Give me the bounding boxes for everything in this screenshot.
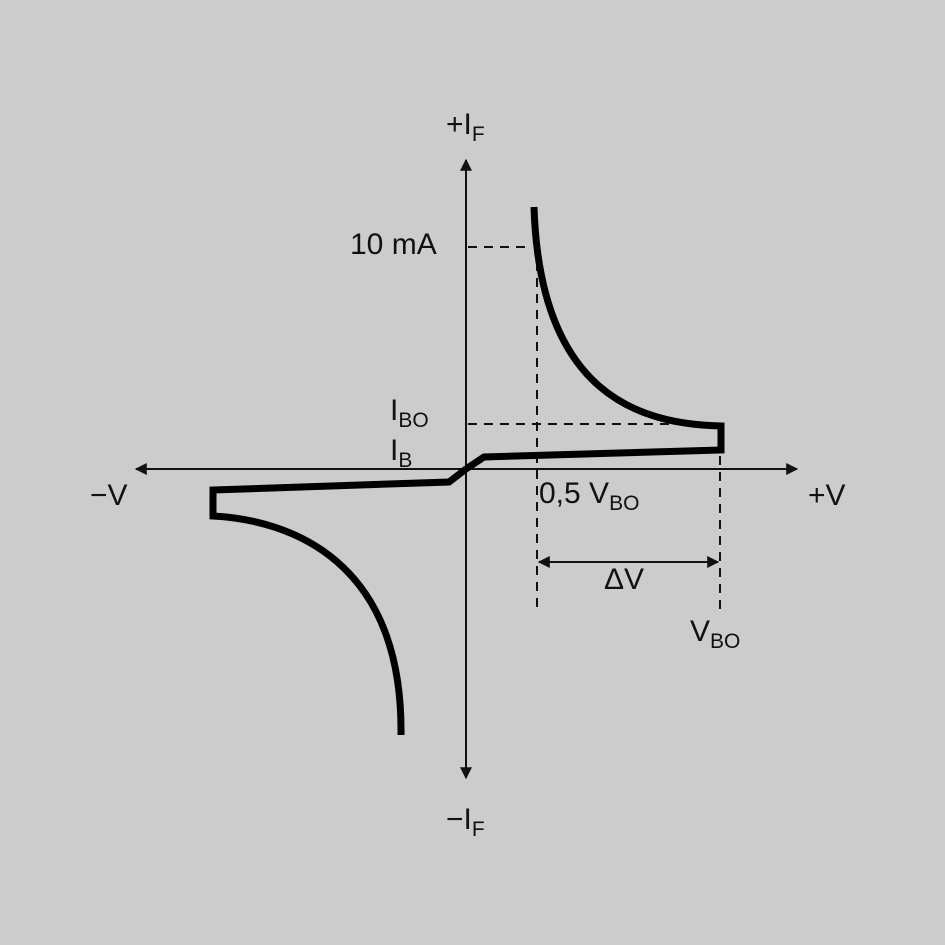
characteristic-curve-positive bbox=[464, 206, 725, 472]
ibo-label: IBO bbox=[390, 394, 429, 432]
current-10ma-label: 10 mA bbox=[350, 228, 437, 261]
half-vbo-label: 0,5 VBO bbox=[539, 477, 640, 515]
vbo-label: VBO bbox=[690, 615, 741, 653]
y-axis-negative-label: −IF bbox=[446, 803, 485, 841]
x-axis-positive-label: +V bbox=[808, 479, 846, 512]
delta-v-label: ΔV bbox=[604, 563, 645, 596]
ib-label: IB bbox=[390, 434, 413, 472]
characteristic-curve-negative bbox=[209, 466, 469, 736]
x-axis-negative-label: −V bbox=[90, 479, 128, 512]
y-axis-positive-label: +IF bbox=[446, 108, 485, 146]
